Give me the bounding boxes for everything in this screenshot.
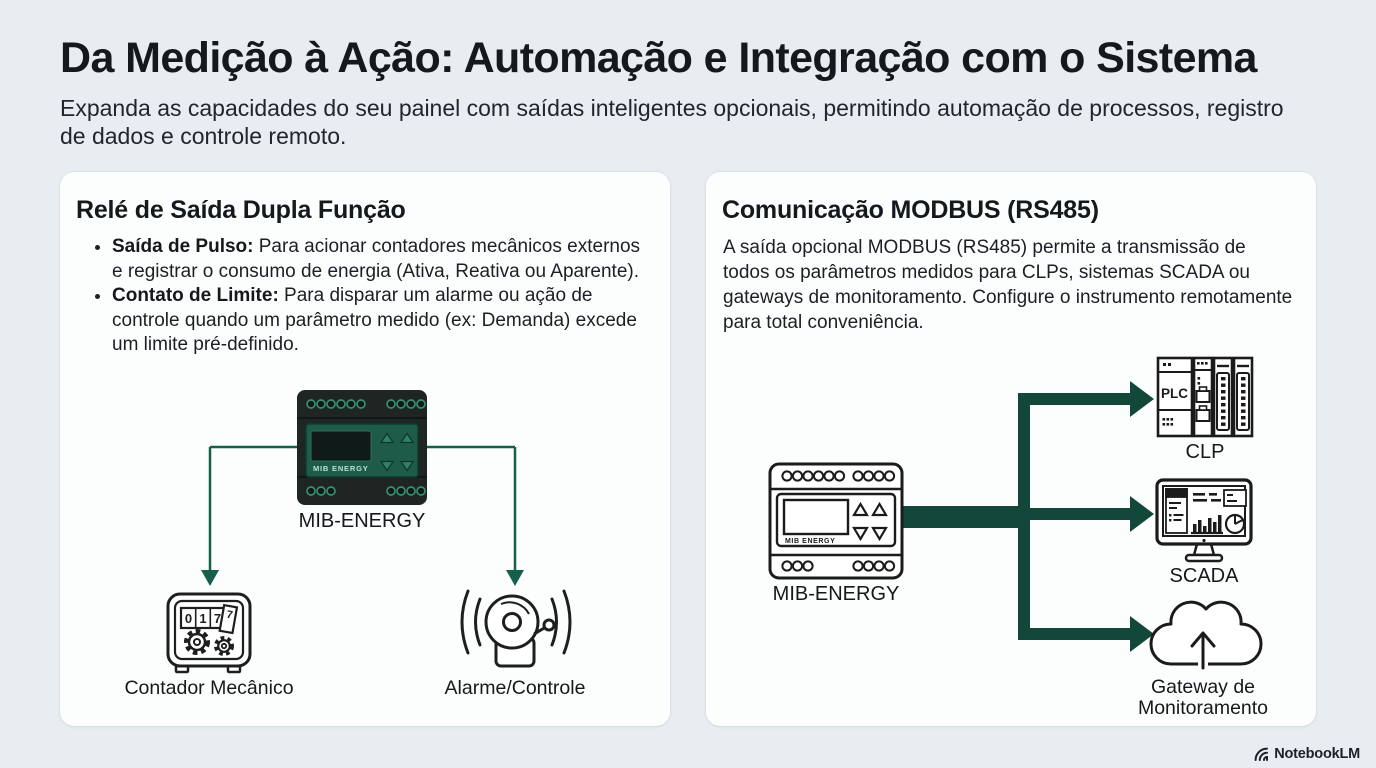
plc-rack-icon: PLC (1156, 356, 1254, 438)
upload-arrow-icon (1190, 631, 1216, 670)
gateway-node-label-line2: Monitoramento (1138, 697, 1268, 719)
notebooklm-brand: NotebookLM (1254, 746, 1360, 762)
counter-digit-1: 0 (185, 611, 192, 626)
cloud-gateway-icon (1149, 600, 1263, 673)
left-card-bullet-list: Saída de Pulso: Para acionar contadores … (60, 235, 670, 358)
arrow-down-left-icon (201, 570, 219, 586)
bullet-saida-de-pulso: Saída de Pulso: Para acionar contadores … (112, 235, 650, 284)
bullet-contato-de-limite-text: Para disparar um alarme ou ação de contr… (112, 285, 637, 355)
modbus-arrows (902, 381, 1154, 652)
right-card-title: Comunicação MODBUS (RS485) (722, 196, 1099, 224)
relay-diagram: MIB ENERGY MIB-ENERGY (124, 390, 586, 699)
plc-module-text: PLC (1161, 386, 1188, 401)
bullet-saida-de-pulso-text: Para acionar contadores mecânicos extern… (112, 236, 641, 282)
right-card-paragraph: A saída opcional MODBUS (RS485) permite … (723, 237, 1293, 333)
bullet-contato-de-limite: Contato de Limite: Para disparar um alar… (112, 284, 650, 358)
left-card-title: Relé de Saída Dupla Função (76, 196, 406, 224)
notebooklm-logo-icon (1254, 747, 1269, 761)
counter-node-label: Contador Mecânico (124, 677, 293, 699)
page-title: Da Medição à Ação: Automação e Integraçã… (60, 34, 1257, 82)
meter-faceplate-text: MIB ENERGY (313, 464, 369, 473)
bullet-contato-de-limite-term: Contato de Limite: (112, 285, 279, 306)
cards-row: Relé de Saída Dupla Função Saída de Puls… (60, 172, 1316, 726)
bullet-saida-de-pulso-term: Saída de Pulso: (112, 236, 254, 257)
mechanical-counter-icon: 0 1 7 7 (166, 592, 252, 674)
arrow-right-scada-icon (1130, 496, 1154, 532)
gateway-node-label-line1: Gateway de (1151, 676, 1255, 698)
clp-node-label: CLP (1186, 441, 1225, 463)
energy-meter-outline-icon: MIB ENERGY (768, 462, 904, 580)
meter-device-label: MIB-ENERGY (299, 510, 426, 532)
notebooklm-brand-text: NotebookLM (1274, 746, 1360, 762)
page-subtitle: Expanda as capacidades do seu painel com… (60, 95, 1284, 149)
energy-meter-device-icon: MIB ENERGY (297, 390, 427, 505)
alarm-node-label: Alarme/Controle (445, 677, 586, 699)
alarm-bell-icon (460, 589, 572, 668)
meter-outline-device-label: MIB-ENERGY (773, 583, 900, 605)
scada-monitor-icon (1155, 478, 1253, 563)
card-relay-output: Relé de Saída Dupla Função Saída de Puls… (60, 172, 670, 726)
counter-flap-digit: 7 (225, 609, 233, 622)
scada-node-label: SCADA (1170, 565, 1240, 587)
arrow-down-right-icon (506, 570, 524, 586)
meter-outline-faceplate-text: MIB ENERGY (785, 538, 835, 545)
modbus-diagram: MIB ENERGY MIB-ENERGY (768, 356, 1268, 719)
slide-header: Da Medição à Ação: Automação e Integraçã… (60, 34, 1322, 150)
card-modbus: Comunicação MODBUS (RS485) A saída opcio… (706, 172, 1316, 726)
arrow-right-gateway-icon (1130, 616, 1154, 652)
counter-digit-3: 7 (214, 611, 221, 626)
arrow-right-clp-icon (1130, 381, 1154, 417)
counter-digit-2: 1 (199, 611, 206, 626)
